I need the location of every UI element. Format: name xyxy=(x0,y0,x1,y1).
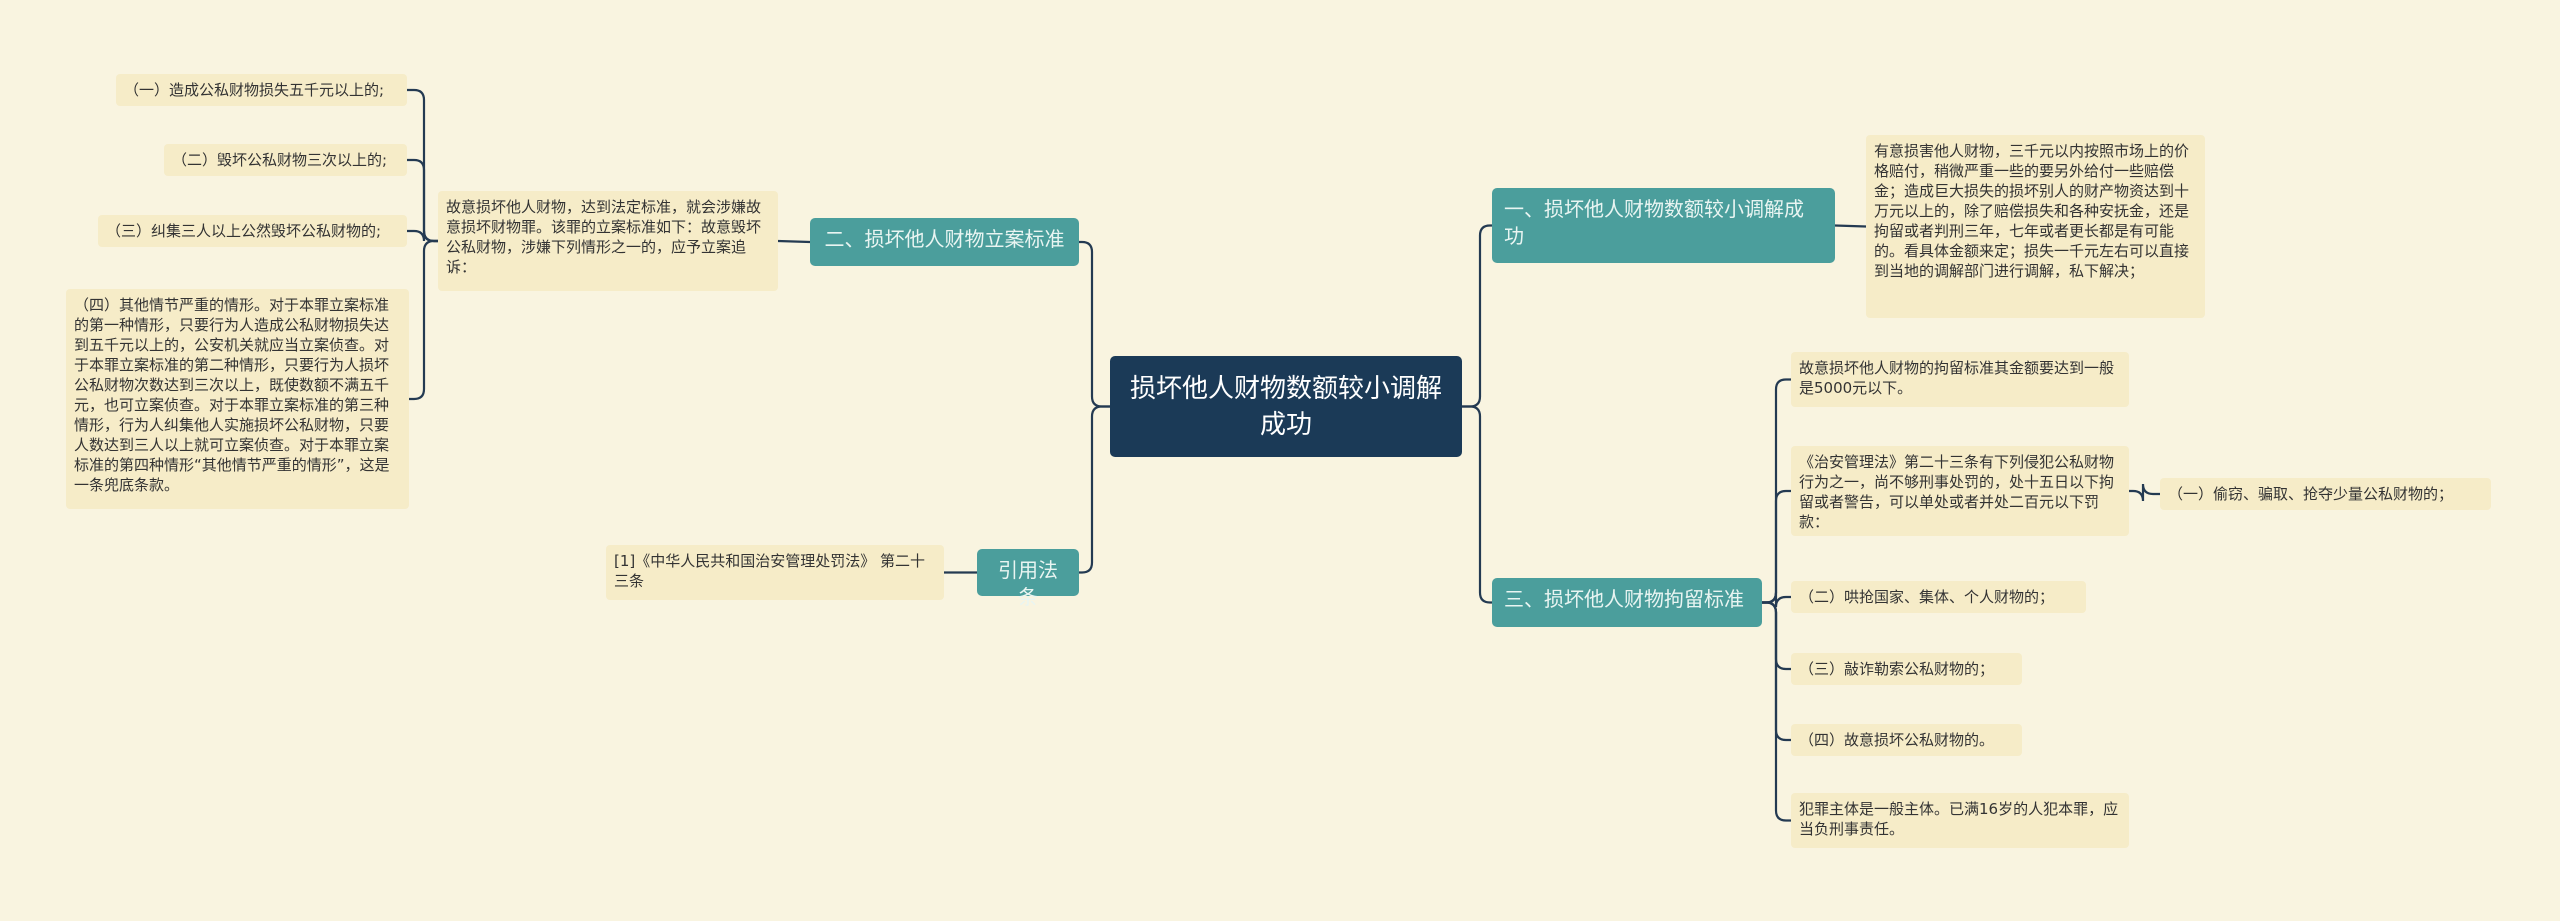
connector-root-left1 xyxy=(1077,240,1112,408)
connector-root-right1 xyxy=(1460,224,1494,408)
filing-criterion-4[interactable]: （四）其他情节严重的情形。对于本罪立案标准的第一种情形，只要行为人造成公私财物损… xyxy=(66,289,409,509)
detention-sub-item[interactable]: （一）偷窃、骗取、抢夺少量公私财物的； xyxy=(2160,478,2491,510)
connector-right3-item-2 xyxy=(1760,489,1793,604)
detention-item-5[interactable]: （四）故意损坏公私财物的。 xyxy=(1791,724,2022,756)
branch-filing-standard[interactable]: 二、损坏他人财物立案标准 xyxy=(810,218,1079,266)
connector-desc-criterion-4 xyxy=(407,239,440,401)
connector-item2-subitem xyxy=(2127,483,2162,502)
connector-desc-criterion-3 xyxy=(405,229,440,243)
cited-law-reference[interactable]: [1]《中华人民共和国治安管理处罚法》 第二十三条 xyxy=(606,545,944,600)
filing-criterion-1[interactable]: （一）造成公私财物损失五千元以上的; xyxy=(116,74,407,106)
connector-root-left2 xyxy=(1077,405,1112,574)
detention-item-4[interactable]: （三）敲诈勒索公私财物的； xyxy=(1791,653,2022,685)
branch-cited-law[interactable]: 引用法条 xyxy=(977,549,1079,609)
branch-mediation-success[interactable]: 一、损坏他人财物数额较小调解成功 xyxy=(1492,188,1835,263)
connector-root-right3 xyxy=(1460,405,1494,604)
filing-standard-description[interactable]: 故意损坏他人财物，达到法定标准，就会涉嫌故意损坏财物罪。该罪的立案标准如下：故意… xyxy=(438,191,778,291)
branch-detention-standard[interactable]: 三、损坏他人财物拘留标准 xyxy=(1492,578,1762,627)
detention-item-3[interactable]: （二）哄抢国家、集体、个人财物的； xyxy=(1791,581,2086,613)
filing-criterion-2[interactable]: （二）毁坏公私财物三次以上的; xyxy=(164,144,407,176)
connector-right3-item-3 xyxy=(1760,592,1793,608)
connector-right3-item-6 xyxy=(1760,601,1793,822)
detention-item-2[interactable]: 《治安管理法》第二十三条有下列侵犯公私财物行为之一，尚不够刑事处罚的，处十五日以… xyxy=(1791,446,2129,536)
detention-item-6[interactable]: 犯罪主体是一般主体。已满16岁的人犯本罪，应当负刑事责任。 xyxy=(1791,793,2129,848)
detention-item-1[interactable]: 故意损坏他人财物的拘留标准其金额要达到一般是5000元以下。 xyxy=(1791,352,2129,407)
connector-left1-desc xyxy=(776,239,812,244)
root-topic[interactable]: 损坏他人财物数额较小调解成功 xyxy=(1110,356,1462,457)
filing-criterion-3[interactable]: （三）纠集三人以上公然毁坏公私财物的; xyxy=(98,215,407,247)
connector-desc-criterion-2 xyxy=(405,158,440,243)
mediation-description[interactable]: 有意损害他人财物，三千元以内按照市场上的价格赔付，稍微严重一些的要另外给付一些赔… xyxy=(1866,135,2205,318)
connector-right1-desc xyxy=(1833,224,1868,228)
